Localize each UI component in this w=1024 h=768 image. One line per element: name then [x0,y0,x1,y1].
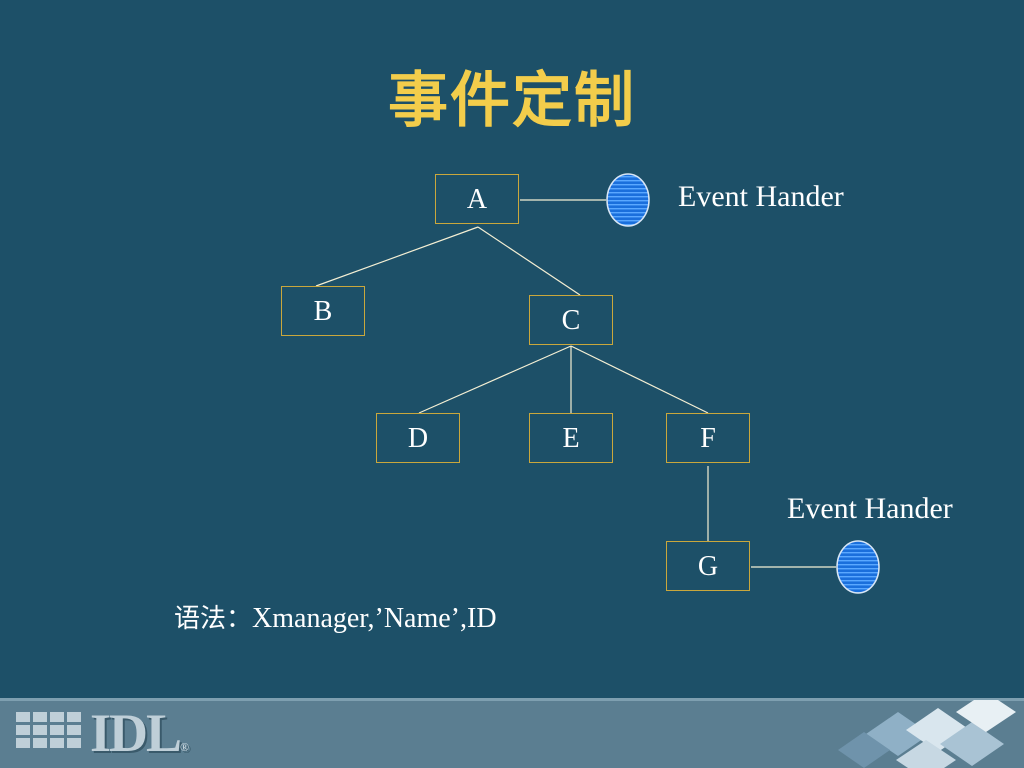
registered-mark: ® [180,740,189,754]
brand-logo: IDL® [90,702,189,764]
slide-title: 事件定制 [388,66,636,136]
edge-c-f [570,345,709,414]
decorative-tiles-icon [838,700,1016,768]
syntax-code: Xmanager,’Name’,ID [252,603,497,634]
node-a: A [435,174,519,224]
node-d: D [376,413,460,463]
brand-text: IDL [90,703,182,763]
edge-a-c [477,226,581,296]
tree-links [315,173,880,594]
node-c: C [529,295,613,345]
edge-c-d [418,345,572,414]
handler-a-label: Event Hander [678,180,844,213]
syntax-prefix: 语法： [174,604,253,634]
handler-a-circle [606,173,650,227]
node-e: E [529,413,613,463]
handler-g-circle [836,540,880,594]
node-f: F [666,413,750,463]
syntax-line: 语法：Xmanager,’Name’,ID [174,598,497,635]
node-b: B [281,286,365,336]
edge-a-b [315,226,479,287]
node-g: G [666,541,750,591]
idl-grid-logo-icon [16,712,81,748]
handler-g-label: Event Hander [787,492,953,525]
